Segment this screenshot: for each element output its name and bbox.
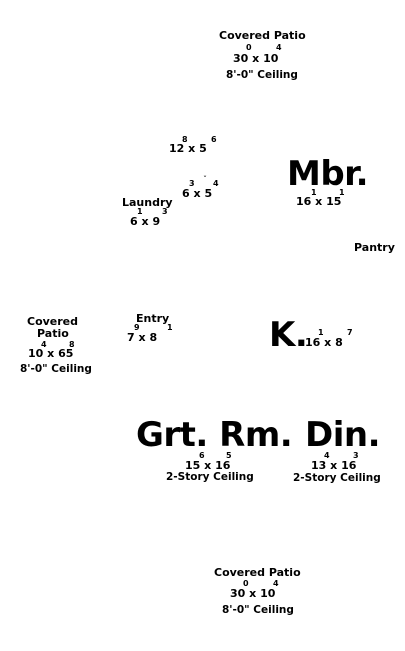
ceiling-note: 8'-0" Ceiling xyxy=(222,604,294,616)
dimension-width: 12 xyxy=(169,142,185,155)
room-name: Laundry xyxy=(122,196,173,209)
dimension-sup: 0 xyxy=(243,579,249,588)
dimension-sup: 4 xyxy=(324,451,330,460)
dimension-sup: 5 xyxy=(226,451,232,460)
room-name: Entry xyxy=(136,312,170,325)
dimension-sup: 1 xyxy=(339,188,345,197)
room-name: Covered Patio xyxy=(214,566,301,579)
dimension-sup: 9 xyxy=(134,323,140,332)
dimension-sup: 6 xyxy=(211,135,217,144)
dimension-width: 30 xyxy=(233,52,249,65)
dimension-sup: 1 xyxy=(311,188,317,197)
dimension-sup: 3 xyxy=(353,451,359,460)
dimension-sup: 8 xyxy=(69,340,75,349)
dimension-width: 6 xyxy=(182,187,190,200)
dimension-width: 7 xyxy=(127,331,135,344)
dimension-sup: 8 xyxy=(182,135,188,144)
room-dimensions: 16 x 15 xyxy=(296,196,341,207)
dimension-x: x xyxy=(315,195,323,208)
dimension-sup: 1 xyxy=(318,328,324,337)
room-dimensions: 6 x 9 xyxy=(130,216,160,227)
dimension-height: 8 xyxy=(335,336,343,349)
room-name-line1: Covered xyxy=(27,315,79,328)
dimension-height: 5 xyxy=(204,187,213,200)
dimension-x: x xyxy=(138,331,146,344)
room-name: Mbr. xyxy=(287,154,369,194)
dimension-height: 15 xyxy=(326,195,342,208)
dimension-width: 15 xyxy=(185,459,201,472)
dimension-sup: 6 xyxy=(199,451,205,460)
dimension-height: 5 xyxy=(199,142,207,155)
dimension-width: 10 xyxy=(28,347,44,360)
dimension-sup: 4 xyxy=(276,43,282,52)
dimension-sup: 0 xyxy=(246,43,252,52)
dimension-sup: 4 xyxy=(213,179,219,188)
room-pantry: Pantry xyxy=(354,241,395,254)
dimension-x: x xyxy=(330,459,338,472)
room-dimensions: 30 x 10 xyxy=(233,53,278,64)
dimension-height: 10 xyxy=(260,587,276,600)
room-dimensions: 7 x 8 xyxy=(127,332,157,343)
dimension-sup: 1 xyxy=(137,207,143,216)
dimension-sup: 3 xyxy=(189,179,195,188)
dimension-x: x xyxy=(249,587,257,600)
dimension-x: x xyxy=(252,52,260,65)
dimension-width: 16 xyxy=(305,336,321,349)
room-name: Covered Patio xyxy=(219,29,306,42)
dimension-width: 30 xyxy=(230,587,246,600)
room-name: Din. xyxy=(305,415,381,455)
room-name-line2: Patio xyxy=(37,327,69,340)
dimension-sup: 1 xyxy=(167,323,173,332)
dimension-sup: 3 xyxy=(162,207,168,216)
dimension-height: 16 xyxy=(215,459,231,472)
dimension-x: x xyxy=(47,347,55,360)
dimension-height: 10 xyxy=(263,52,279,65)
dimension-mark: ˇ xyxy=(203,175,207,184)
room-name: K. xyxy=(269,315,308,355)
dimension-sup: 7 xyxy=(347,328,353,337)
dimension-height: 16 xyxy=(341,459,357,472)
dimension-x: x xyxy=(193,187,201,200)
room-dimensions: 6 x 5 xyxy=(182,188,212,199)
ceiling-note: 2-Story Ceiling xyxy=(166,471,254,483)
room-name: Grt. Rm. xyxy=(136,415,293,455)
dimension-x: x xyxy=(141,215,149,228)
dimension-height: 9 xyxy=(152,215,161,228)
dimension-height: 65 xyxy=(58,347,74,360)
ceiling-note: 8'-0" Ceiling xyxy=(20,363,92,375)
ceiling-note: 8'-0" Ceiling xyxy=(226,69,298,81)
room-dimensions: 30 x 10 xyxy=(230,588,275,599)
dimension-width: 13 xyxy=(311,459,327,472)
dimension-x: x xyxy=(204,459,212,472)
room-dimensions: 16 x 8 xyxy=(305,337,343,348)
dimension-sup: 4 xyxy=(41,340,47,349)
dimension-height: 8 xyxy=(149,331,158,344)
dimension-sup: 4 xyxy=(273,579,279,588)
dimension-x: x xyxy=(188,142,196,155)
room-dimensions: 10 x 65 xyxy=(28,348,73,359)
room-dimensions: 12 x 5 xyxy=(169,143,207,154)
dimension-width: 16 xyxy=(296,195,312,208)
room-dimensions: 15 x 16 xyxy=(185,460,230,471)
dimension-x: x xyxy=(324,336,332,349)
room-dimensions: 13 x 16 xyxy=(311,460,356,471)
ceiling-note: 2-Story Ceiling xyxy=(293,472,381,484)
dimension-width: 6 xyxy=(130,215,138,228)
